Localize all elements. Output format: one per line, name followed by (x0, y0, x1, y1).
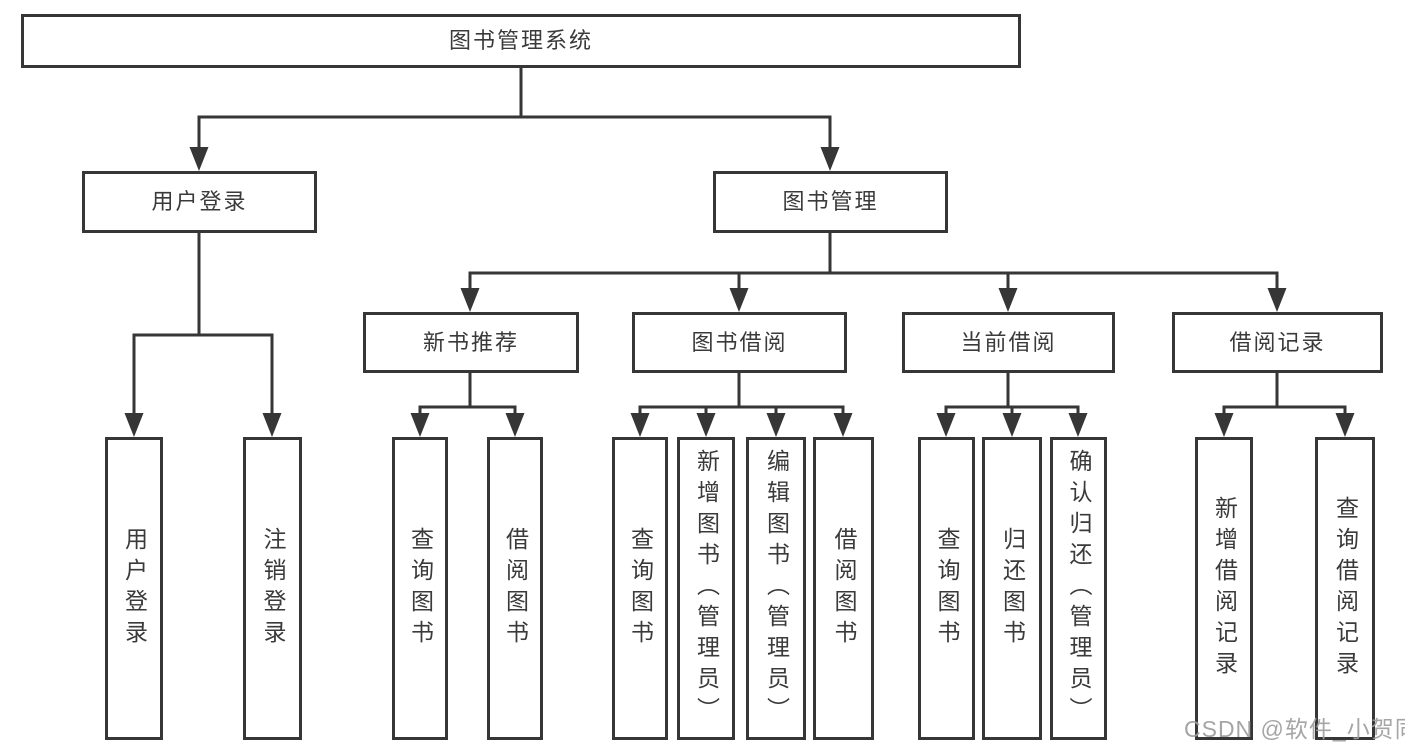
node-current-borrowing-label: 当前借阅 (960, 329, 1057, 355)
node-confirm-return-admin: 确认归还（管理员） (1050, 437, 1107, 740)
node-book-management-label: 图书管理 (782, 189, 879, 214)
node-borrow-books-borrowing: 借阅图书 (813, 437, 874, 740)
node-add-borrow-record-label: 新增借阅记录 (1211, 495, 1238, 682)
node-root-label: 图书管理系统 (448, 28, 593, 53)
node-user-login-branch-label: 用户登录 (151, 189, 248, 214)
node-book-management: 图书管理 (713, 171, 948, 233)
node-borrow-books-borrowing-label: 借阅图书 (831, 526, 857, 651)
node-confirm-return-admin-label: 确认归还（管理员） (1066, 449, 1092, 728)
node-root: 图书管理系统 (21, 14, 1021, 68)
node-query-books-borrowing-label: 查询图书 (627, 526, 654, 651)
node-user-login-leaf: 用户登录 (105, 437, 163, 740)
node-borrowing-records: 借阅记录 (1172, 312, 1383, 373)
node-logout-leaf-label: 注销登录 (260, 526, 286, 651)
node-book-borrowing: 图书借阅 (632, 312, 847, 373)
node-add-book-admin-label: 新增图书（管理员） (693, 449, 720, 728)
node-borrow-books-recommend-label: 借阅图书 (502, 526, 529, 651)
node-return-book: 归还图书 (982, 437, 1042, 740)
node-edit-book-admin: 编辑图书（管理员） (746, 437, 806, 740)
node-query-books-recommend: 查询图书 (392, 437, 448, 740)
node-query-books-current: 查询图书 (918, 437, 975, 740)
node-add-borrow-record: 新增借阅记录 (1195, 437, 1253, 740)
node-query-borrow-record-label: 查询借阅记录 (1332, 495, 1359, 682)
node-borrow-books-recommend: 借阅图书 (487, 437, 543, 740)
csdn-watermark: CSDN @软件_小贺同学 (1184, 716, 1405, 742)
node-query-books-recommend-label: 查询图书 (407, 526, 434, 651)
node-return-book-label: 归还图书 (999, 526, 1026, 651)
node-query-books-current-label: 查询图书 (934, 526, 960, 651)
node-edit-book-admin-label: 编辑图书（管理员） (763, 449, 790, 728)
node-new-book-recommend-label: 新书推荐 (422, 329, 519, 355)
node-logout-leaf: 注销登录 (243, 437, 302, 740)
arrowheads (124, 147, 1355, 437)
node-query-borrow-record: 查询借阅记录 (1315, 437, 1375, 740)
node-book-borrowing-label: 图书借阅 (691, 329, 788, 355)
node-user-login-branch: 用户登录 (82, 171, 317, 233)
node-user-login-leaf-label: 用户登录 (121, 526, 148, 651)
node-add-book-admin: 新增图书（管理员） (677, 437, 735, 740)
node-current-borrowing: 当前借阅 (902, 312, 1115, 373)
node-new-book-recommend: 新书推荐 (363, 312, 579, 373)
node-query-books-borrowing: 查询图书 (612, 437, 668, 740)
node-borrowing-records-label: 借阅记录 (1229, 329, 1326, 355)
